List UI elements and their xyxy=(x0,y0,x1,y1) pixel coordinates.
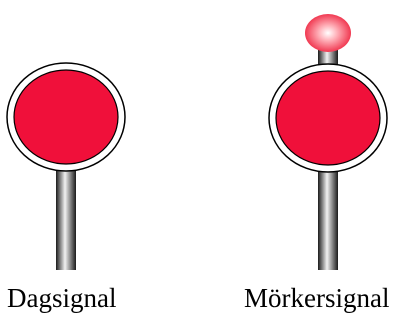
dark-signal xyxy=(268,14,388,270)
dark-signal-lamp xyxy=(305,14,351,52)
dark-signal-disc xyxy=(275,70,381,166)
dark-signal-label: Mörkersignal xyxy=(244,283,390,313)
day-signal xyxy=(6,62,126,270)
day-signal-pole xyxy=(56,158,76,270)
day-signal-label: Dagsignal xyxy=(7,283,117,313)
day-signal-disc xyxy=(13,69,119,165)
